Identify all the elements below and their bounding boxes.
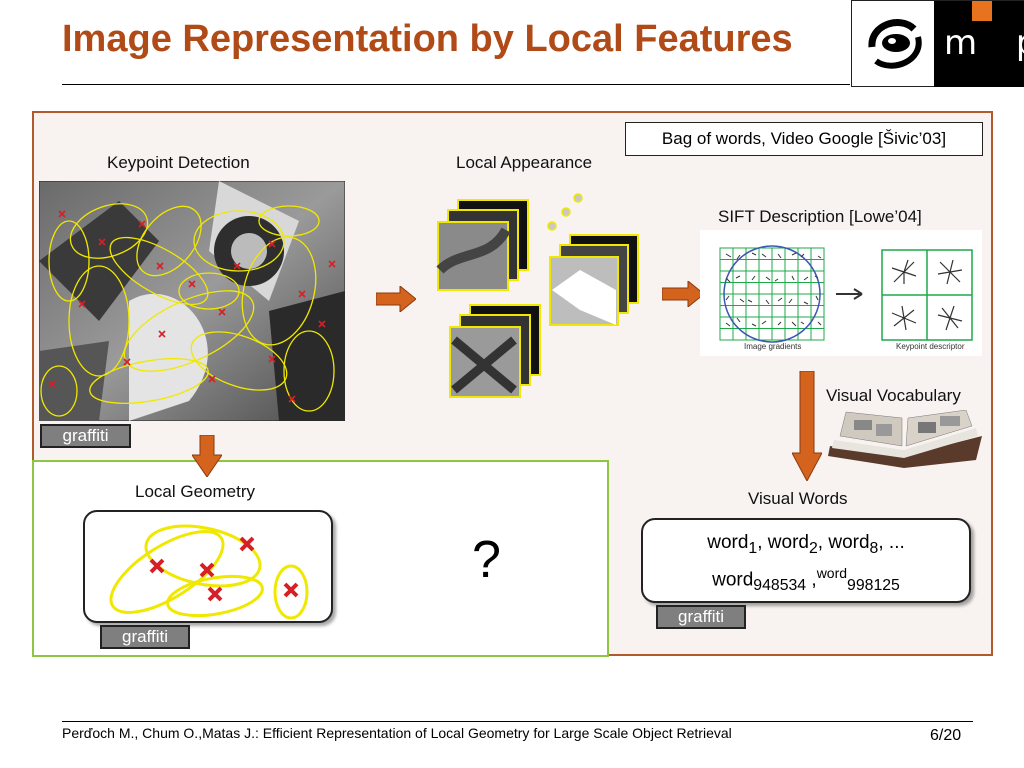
graffiti-tag-words: graffiti — [656, 605, 746, 629]
arrow-right-icon — [376, 286, 416, 312]
visual-vocabulary-label: Visual Vocabulary — [826, 386, 961, 405]
logo-letters: m p — [944, 23, 1024, 63]
graffiti-tag-geometry: graffiti — [100, 625, 190, 649]
sift-descriptor-figure: Image gradients Keypoint descriptor — [700, 230, 982, 356]
local-appearance-label: Local Appearance — [456, 153, 593, 172]
local-geometry-box — [83, 510, 333, 623]
visual-words-label: Visual Words — [748, 489, 848, 508]
arrow-down-icon — [192, 435, 222, 477]
open-book-icon — [828, 410, 982, 468]
graffiti-tag-keypoint: graffiti — [40, 424, 131, 448]
title-rule — [62, 84, 850, 85]
arrow-down-icon — [792, 371, 822, 481]
local-geometry-label: Local Geometry — [135, 482, 255, 501]
question-mark: ? — [472, 531, 501, 589]
visual-words-box: word1, word2, word8, ... word948534 ,wor… — [641, 518, 971, 603]
keypoint-detection-label: Keypoint Detection — [107, 153, 250, 172]
bag-of-words-label: Bag of words, Video Google [Šivic’03] — [625, 122, 983, 156]
geometry-ellipses — [109, 524, 309, 620]
slide-title: Image Representation by Local Features — [62, 18, 793, 60]
footer-rule — [62, 721, 973, 722]
cmp-logo: m p — [851, 0, 1024, 87]
eye-logo-icon — [868, 19, 922, 69]
page-number: 6/20 — [930, 727, 962, 744]
sift-descriptor-caption: Keypoint descriptor — [896, 342, 965, 351]
logo-accent — [972, 1, 992, 21]
local-appearance-patches — [436, 193, 639, 398]
arrow-right-icon — [662, 281, 704, 307]
graffiti-keypoint-image — [39, 181, 345, 421]
visual-words-list: word1, word2, word8, ... word948534 ,wor… — [707, 532, 905, 594]
sift-gradients-caption: Image gradients — [744, 342, 802, 351]
footer-citation: Perďoch M., Chum O.,Matas J.: Efficient … — [62, 725, 732, 741]
sift-description-label: SIFT Description [Lowe’04] — [718, 207, 922, 226]
